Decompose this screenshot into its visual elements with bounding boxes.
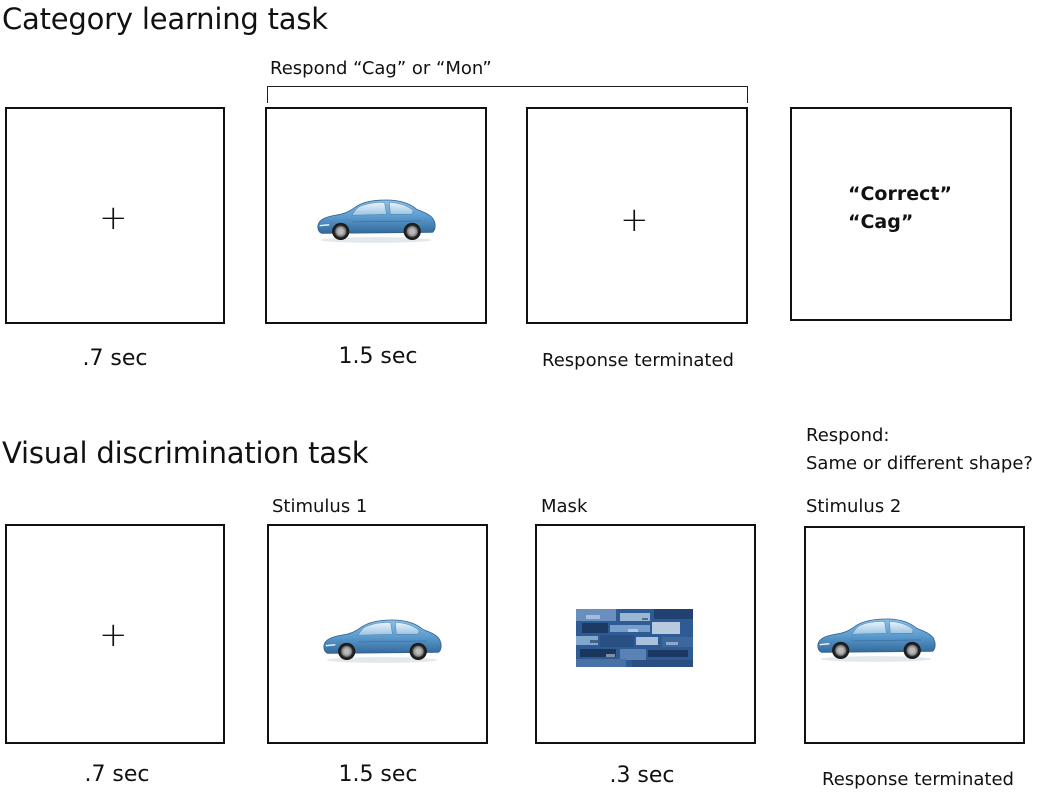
stimulus-2-panel [804,526,1025,744]
category-stimulus-panel [265,107,487,324]
discrimination-fixation-panel: + [5,524,225,744]
category-response-fixation-panel: + [526,107,748,324]
mask-panel [535,524,756,744]
category-feedback-panel: “Correct” “Cag” [790,107,1012,321]
car-icon [314,196,438,244]
panel-label-stimulus-1: Stimulus 1 [272,496,368,517]
category-response-prompt: Respond “Cag” or “Mon” [270,58,492,79]
timing-label: Response terminated [542,350,734,371]
fixation-cross: + [99,615,128,655]
timing-label: .7 sec [82,346,148,371]
category-task-title: Category learning task [2,2,328,36]
feedback-line-1: “Correct” [848,183,952,205]
discrimination-prompt-line-2: Same or different shape? [806,453,1033,474]
timing-label: 1.5 sec [338,762,418,787]
noise-mask-icon [576,609,693,667]
discrimination-prompt-line-1: Respond: [806,425,890,446]
car-icon [814,615,938,663]
car-icon [320,616,444,664]
timing-label: Response terminated [822,769,1014,790]
timing-label: 1.5 sec [338,344,418,369]
response-window-bracket [267,86,748,103]
fixation-cross: + [99,198,128,238]
fixation-cross: + [620,200,649,240]
timing-label: .7 sec [84,762,150,787]
panel-label-stimulus-2: Stimulus 2 [806,496,902,517]
timing-label: .3 sec [609,763,675,788]
panel-label-mask: Mask [541,496,588,517]
discrimination-task-title: Visual discrimination task [2,436,369,470]
stimulus-1-panel [267,524,488,744]
category-fixation-panel: + [5,107,225,324]
feedback-line-2: “Cag” [848,211,914,233]
